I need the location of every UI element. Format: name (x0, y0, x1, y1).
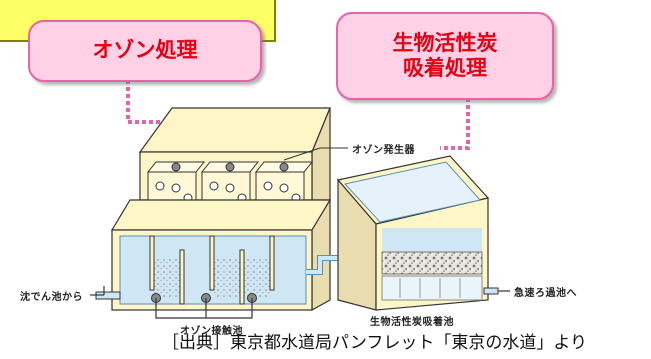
bac-tank-label: 生物活性炭吸着池 (370, 317, 454, 328)
ozone-treatment-callout: オゾン処理 (28, 20, 262, 82)
ozone-treatment-label: オゾン処理 (92, 38, 198, 63)
ozone-contact-tank-label: オゾン接触池 (180, 326, 243, 337)
bac-treatment-label-line1: 生物活性炭 (392, 30, 498, 55)
outlet-label: 急速ろ過池へ (514, 288, 577, 299)
bac-treatment-label-line2: 吸着処理 (403, 56, 487, 80)
ozone-contact-tank (110, 197, 332, 319)
inlet-pipe (90, 286, 121, 300)
connector-ozone (126, 80, 172, 124)
source-credit: ［出典］東京都水道局パンフレット「東京の水道」より (162, 333, 587, 353)
inlet-label: 沈でん池から (20, 292, 83, 303)
connecting-pipe (306, 255, 338, 275)
ozone-generator-label: オゾン発生器 (352, 145, 415, 156)
bac-treatment-callout: 生物活性炭 吸着処理 (336, 12, 554, 100)
connector-bac (440, 98, 470, 150)
bac-adsorption-tank (336, 155, 510, 311)
